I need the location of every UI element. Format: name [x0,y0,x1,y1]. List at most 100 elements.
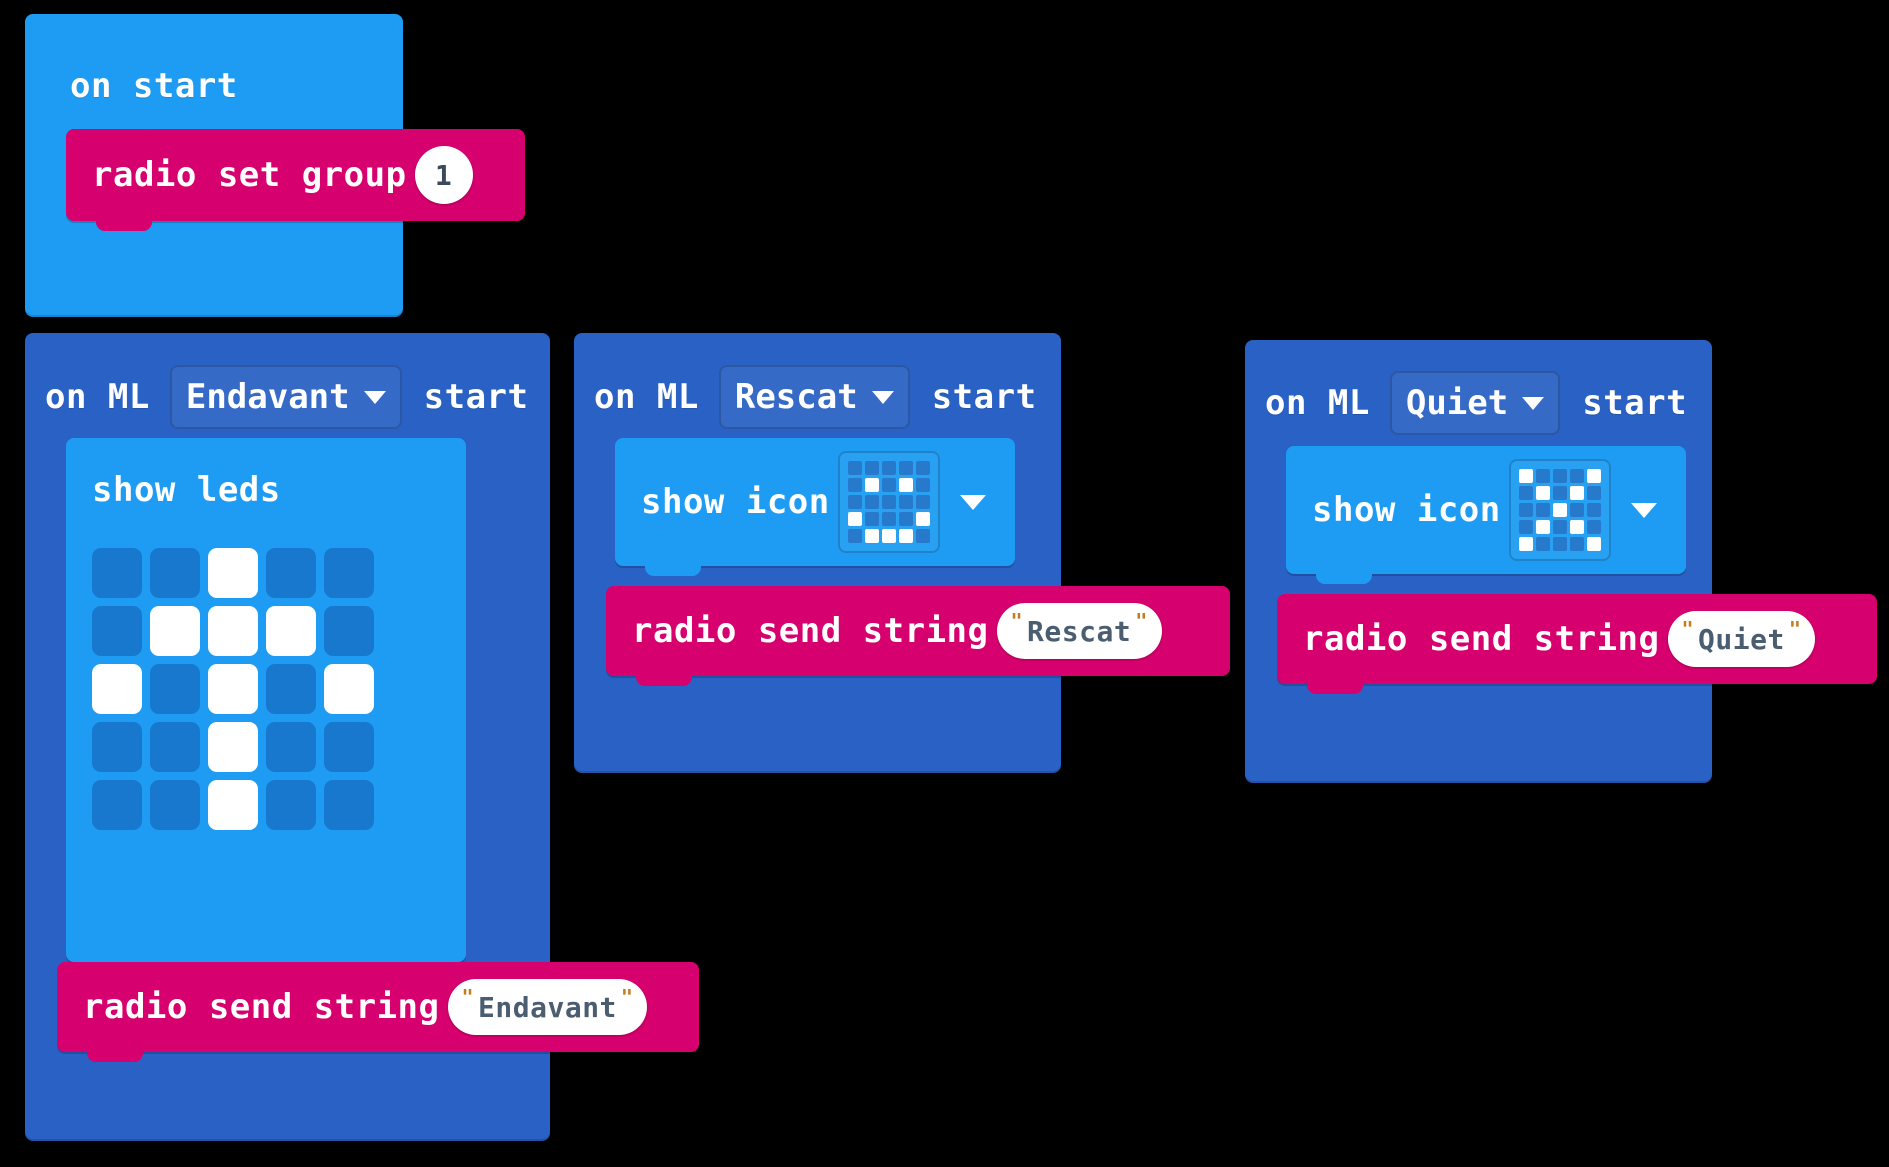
led-cell-0-4[interactable] [324,548,374,598]
led-cell-4-3[interactable] [266,780,316,830]
led-cell-3-1[interactable] [150,722,200,772]
led-cell-4-0[interactable] [92,780,142,830]
radio-send-string-value: Rescat [1027,614,1132,648]
led-cell-0-0 [1518,469,1533,483]
on-start-label: on start [70,66,238,106]
chevron-down-icon [1522,396,1545,410]
show-icon-label: show icon [641,482,830,522]
led-cell-0-4 [915,461,930,475]
on-ml-suffix-label: start [931,377,1037,417]
led-cell-0-3 [898,461,913,475]
radio-send-string-value-field[interactable]: " Endavant " [447,979,648,1035]
led-cell-2-1[interactable] [150,664,200,714]
led-cell-2-3[interactable] [266,664,316,714]
show-icon-dropdown-quiet[interactable] [1508,459,1611,561]
led-cell-3-4[interactable] [324,722,374,772]
show-leds-block[interactable]: show leds [66,438,466,972]
led-cell-2-4[interactable] [324,664,374,714]
show-icon-rescat-block[interactable]: show icon [615,438,1015,576]
radio-send-string-rescat-block[interactable]: radio send string " Rescat " [606,586,1230,686]
led-cell-0-1 [864,461,879,475]
led-cell-2-2 [881,495,896,509]
led-cell-2-1 [1535,503,1550,517]
led-cell-0-2[interactable] [208,548,258,598]
no-cross-icon [1518,469,1601,551]
led-cell-3-3[interactable] [266,722,316,772]
chevron-down-icon [871,390,894,404]
on-ml-quiet-hat-row: on ML Quiet start [1265,364,1687,442]
on-ml-prefix-label: on ML [594,377,699,417]
led-cell-0-0 [847,461,862,475]
led-cell-1-0 [847,478,862,492]
led-cell-0-2 [1552,469,1567,483]
radio-set-group-block[interactable]: radio set group 1 [66,129,525,231]
radio-send-string-endavant-block[interactable]: radio send string " Endavant " [57,962,699,1062]
led-cell-1-4[interactable] [324,606,374,656]
led-cell-4-2 [1552,537,1567,551]
ml-event-dropdown-endavant[interactable]: Endavant [169,365,402,429]
radio-set-group-label: radio set group [92,155,407,195]
led-cell-4-4[interactable] [324,780,374,830]
led-cell-1-4 [1586,486,1601,500]
led-cell-4-3 [898,529,913,543]
led-cell-2-0 [847,495,862,509]
open-quote: " [1681,617,1695,641]
led-cell-1-4 [915,478,930,492]
led-cell-1-0[interactable] [92,606,142,656]
radio-send-string-value-field[interactable]: " Rescat " [996,603,1162,659]
ml-event-dropdown-value: Rescat [734,377,858,417]
ml-event-dropdown-quiet[interactable]: Quiet [1389,371,1561,435]
led-cell-4-2[interactable] [208,780,258,830]
led-cell-3-4 [915,512,930,526]
led-cell-3-2[interactable] [208,722,258,772]
led-cell-3-0 [1518,520,1533,534]
led-cell-2-2 [1552,503,1567,517]
led-cell-3-0[interactable] [92,722,142,772]
on-ml-rescat-hat-row: on ML Rescat start [594,358,1037,436]
led-cell-0-0[interactable] [92,548,142,598]
led-cell-0-3 [1569,469,1584,483]
chevron-down-icon[interactable] [1630,502,1657,518]
led-matrix-editor[interactable] [92,548,374,830]
radio-send-string-label: radio send string [83,987,440,1027]
open-quote: " [461,985,475,1009]
radio-group-number-field[interactable]: 1 [414,146,473,204]
led-cell-3-0 [847,512,862,526]
led-cell-2-4 [915,495,930,509]
show-leds-label: show leds [92,470,281,510]
led-cell-0-4 [1586,469,1601,483]
ml-event-dropdown-value: Quiet [1405,383,1509,423]
led-cell-4-4 [1586,537,1601,551]
led-cell-2-0 [1518,503,1533,517]
led-cell-3-2 [1552,520,1567,534]
radio-send-string-quiet-block[interactable]: radio send string " Quiet " [1277,594,1877,694]
led-cell-3-1 [1535,520,1550,534]
led-cell-4-1 [1535,537,1550,551]
led-cell-4-0 [1518,537,1533,551]
led-cell-2-2[interactable] [208,664,258,714]
led-cell-1-0 [1518,486,1533,500]
led-cell-1-1[interactable] [150,606,200,656]
radio-send-string-value-field[interactable]: " Quiet " [1667,611,1816,667]
led-cell-3-1 [864,512,879,526]
led-cell-3-3 [898,512,913,526]
led-cell-2-0[interactable] [92,664,142,714]
led-cell-4-0 [847,529,862,543]
show-icon-quiet-block[interactable]: show icon [1286,446,1686,584]
led-cell-2-3 [1569,503,1584,517]
led-cell-4-3 [1569,537,1584,551]
led-cell-1-2[interactable] [208,606,258,656]
led-cell-1-3 [1569,486,1584,500]
chevron-down-icon[interactable] [959,494,986,510]
led-cell-0-1[interactable] [150,548,200,598]
radio-send-string-value: Endavant [478,990,617,1024]
led-cell-1-2 [1552,486,1567,500]
led-cell-0-3[interactable] [266,548,316,598]
led-cell-4-1[interactable] [150,780,200,830]
led-cell-4-2 [881,529,896,543]
ml-event-dropdown-rescat[interactable]: Rescat [718,365,910,429]
led-cell-1-3[interactable] [266,606,316,656]
show-icon-dropdown-rescat[interactable] [837,451,940,553]
radio-send-string-label: radio send string [632,611,989,651]
